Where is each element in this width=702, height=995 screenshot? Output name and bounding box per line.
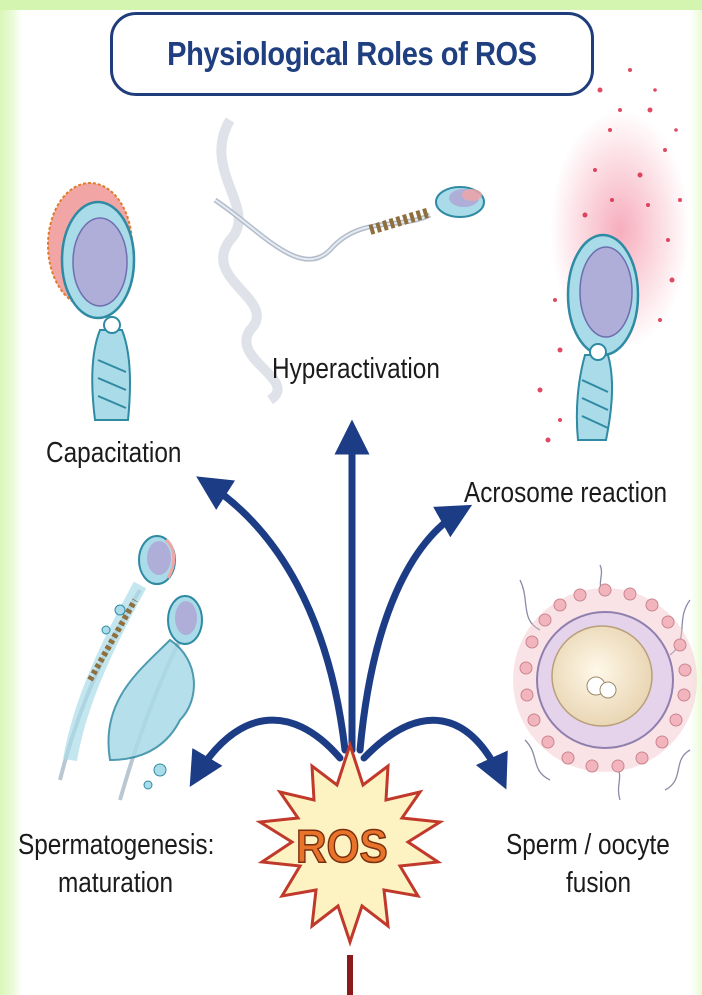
label-fusion-line1: Sperm / oocyte [506, 828, 670, 862]
title-box: Physiological Roles of ROS [110, 12, 594, 96]
label-fusion-line2: fusion [566, 866, 631, 900]
label-acrosome-reaction: Acrosome reaction [464, 476, 667, 510]
ros-label: ROS [296, 820, 388, 872]
label-hyperactivation: Hyperactivation [272, 352, 440, 386]
label-capacitation: Capacitation [46, 436, 181, 470]
ros-stem [347, 955, 353, 995]
page-title: Physiological Roles of ROS [167, 35, 536, 73]
label-spermatogenesis-line1: Spermatogenesis: [18, 828, 214, 862]
label-spermatogenesis-line2: maturation [58, 866, 173, 900]
